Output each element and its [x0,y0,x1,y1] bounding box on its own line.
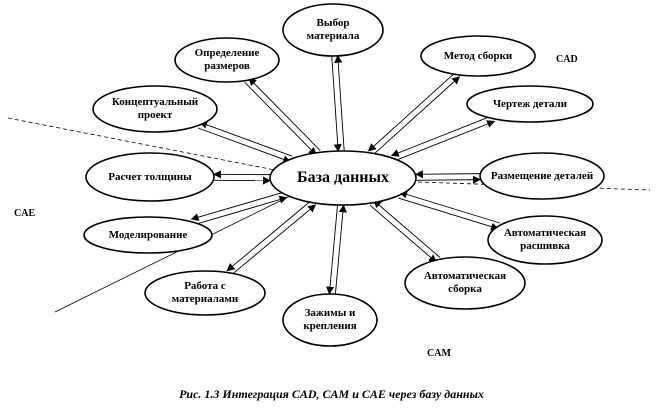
node-ellipse-modeling [83,216,213,254]
edge-from-db-fasteners [326,204,338,295]
edge-to-db-modeling [193,195,288,226]
zone-divider-cae-top [7,117,276,171]
node-label-part-placement: Размещение деталей [490,169,594,182]
center-database-ellipse [269,150,417,206]
node-label-fasteners: Зажимы и крепления [303,307,357,332]
zone-divider-cad [417,181,651,191]
edge-from-db-modeling [190,191,286,222]
node-label-auto-layout: Автоматическая расшивка [503,227,587,252]
node-ellipse-part-placement [479,152,605,200]
node-ellipse-material-handling [144,270,266,316]
edge-to-db-assembly-method [367,72,456,152]
node-label-assembly-method: Метод сборки [443,49,513,62]
edge-from-db-material-handling [226,200,312,272]
node-ellipse-sizing [174,37,280,83]
node-ellipse-assembly-method [420,35,536,77]
node-ellipse-auto-assembly [404,256,526,310]
node-label-material: Выбор материала [306,17,360,42]
node-label-modeling: Моделирование [108,228,188,241]
node-label-concept: Концептуальный проект [111,96,199,121]
edge-to-db-auto-layout [399,190,500,224]
node-ellipse-part-drawing [466,85,594,123]
edge-to-db-material-handling [230,204,317,276]
edge-to-db-concept [197,127,292,164]
edge-to-db-part-placement [414,170,480,179]
node-label-material-handling: Работа с материалами [171,280,239,305]
edge-from-db-concept [199,121,293,157]
node-label-thickness-calc: Расчет толщины [108,170,192,183]
edge-to-db-part-drawing [390,115,493,157]
edge-from-db-auto-layout [398,197,500,231]
node-ellipse-thickness-calc [85,152,215,202]
edge-from-db-auto-assembly [369,204,437,263]
edge-from-db-sizing [248,77,321,151]
edge-to-db-material [331,56,342,153]
node-ellipse-concept [92,85,218,133]
zone-label-cam: CAM [427,348,451,359]
center-database-label: База данных [296,168,390,186]
node-label-part-drawing: Чертеж детали [492,97,568,110]
figure-caption: Рис. 1.3 Интеграция CAD, CAM и CAE через… [179,387,484,401]
zone-divider-cae-bottom [54,195,291,313]
edge-from-db-material [334,54,345,151]
node-label-auto-assembly: Автоматическая сборка [423,270,507,295]
node-label-sizing: Определение размеров [194,47,260,72]
zone-label-cad: CAD [556,54,578,65]
edge-from-db-part-placement [415,175,482,184]
edge-to-db-sizing [244,82,317,156]
zone-label-cae: CAE [14,208,36,219]
edge-from-db-assembly-method [372,76,461,156]
edge-to-db-fasteners [334,204,347,295]
node-ellipse-fasteners [282,293,378,347]
node-ellipse-auto-layout [487,215,603,265]
node-ellipse-material [282,3,384,57]
edge-from-db-part-drawing [393,120,496,162]
edge-to-db-auto-assembly [373,199,441,258]
